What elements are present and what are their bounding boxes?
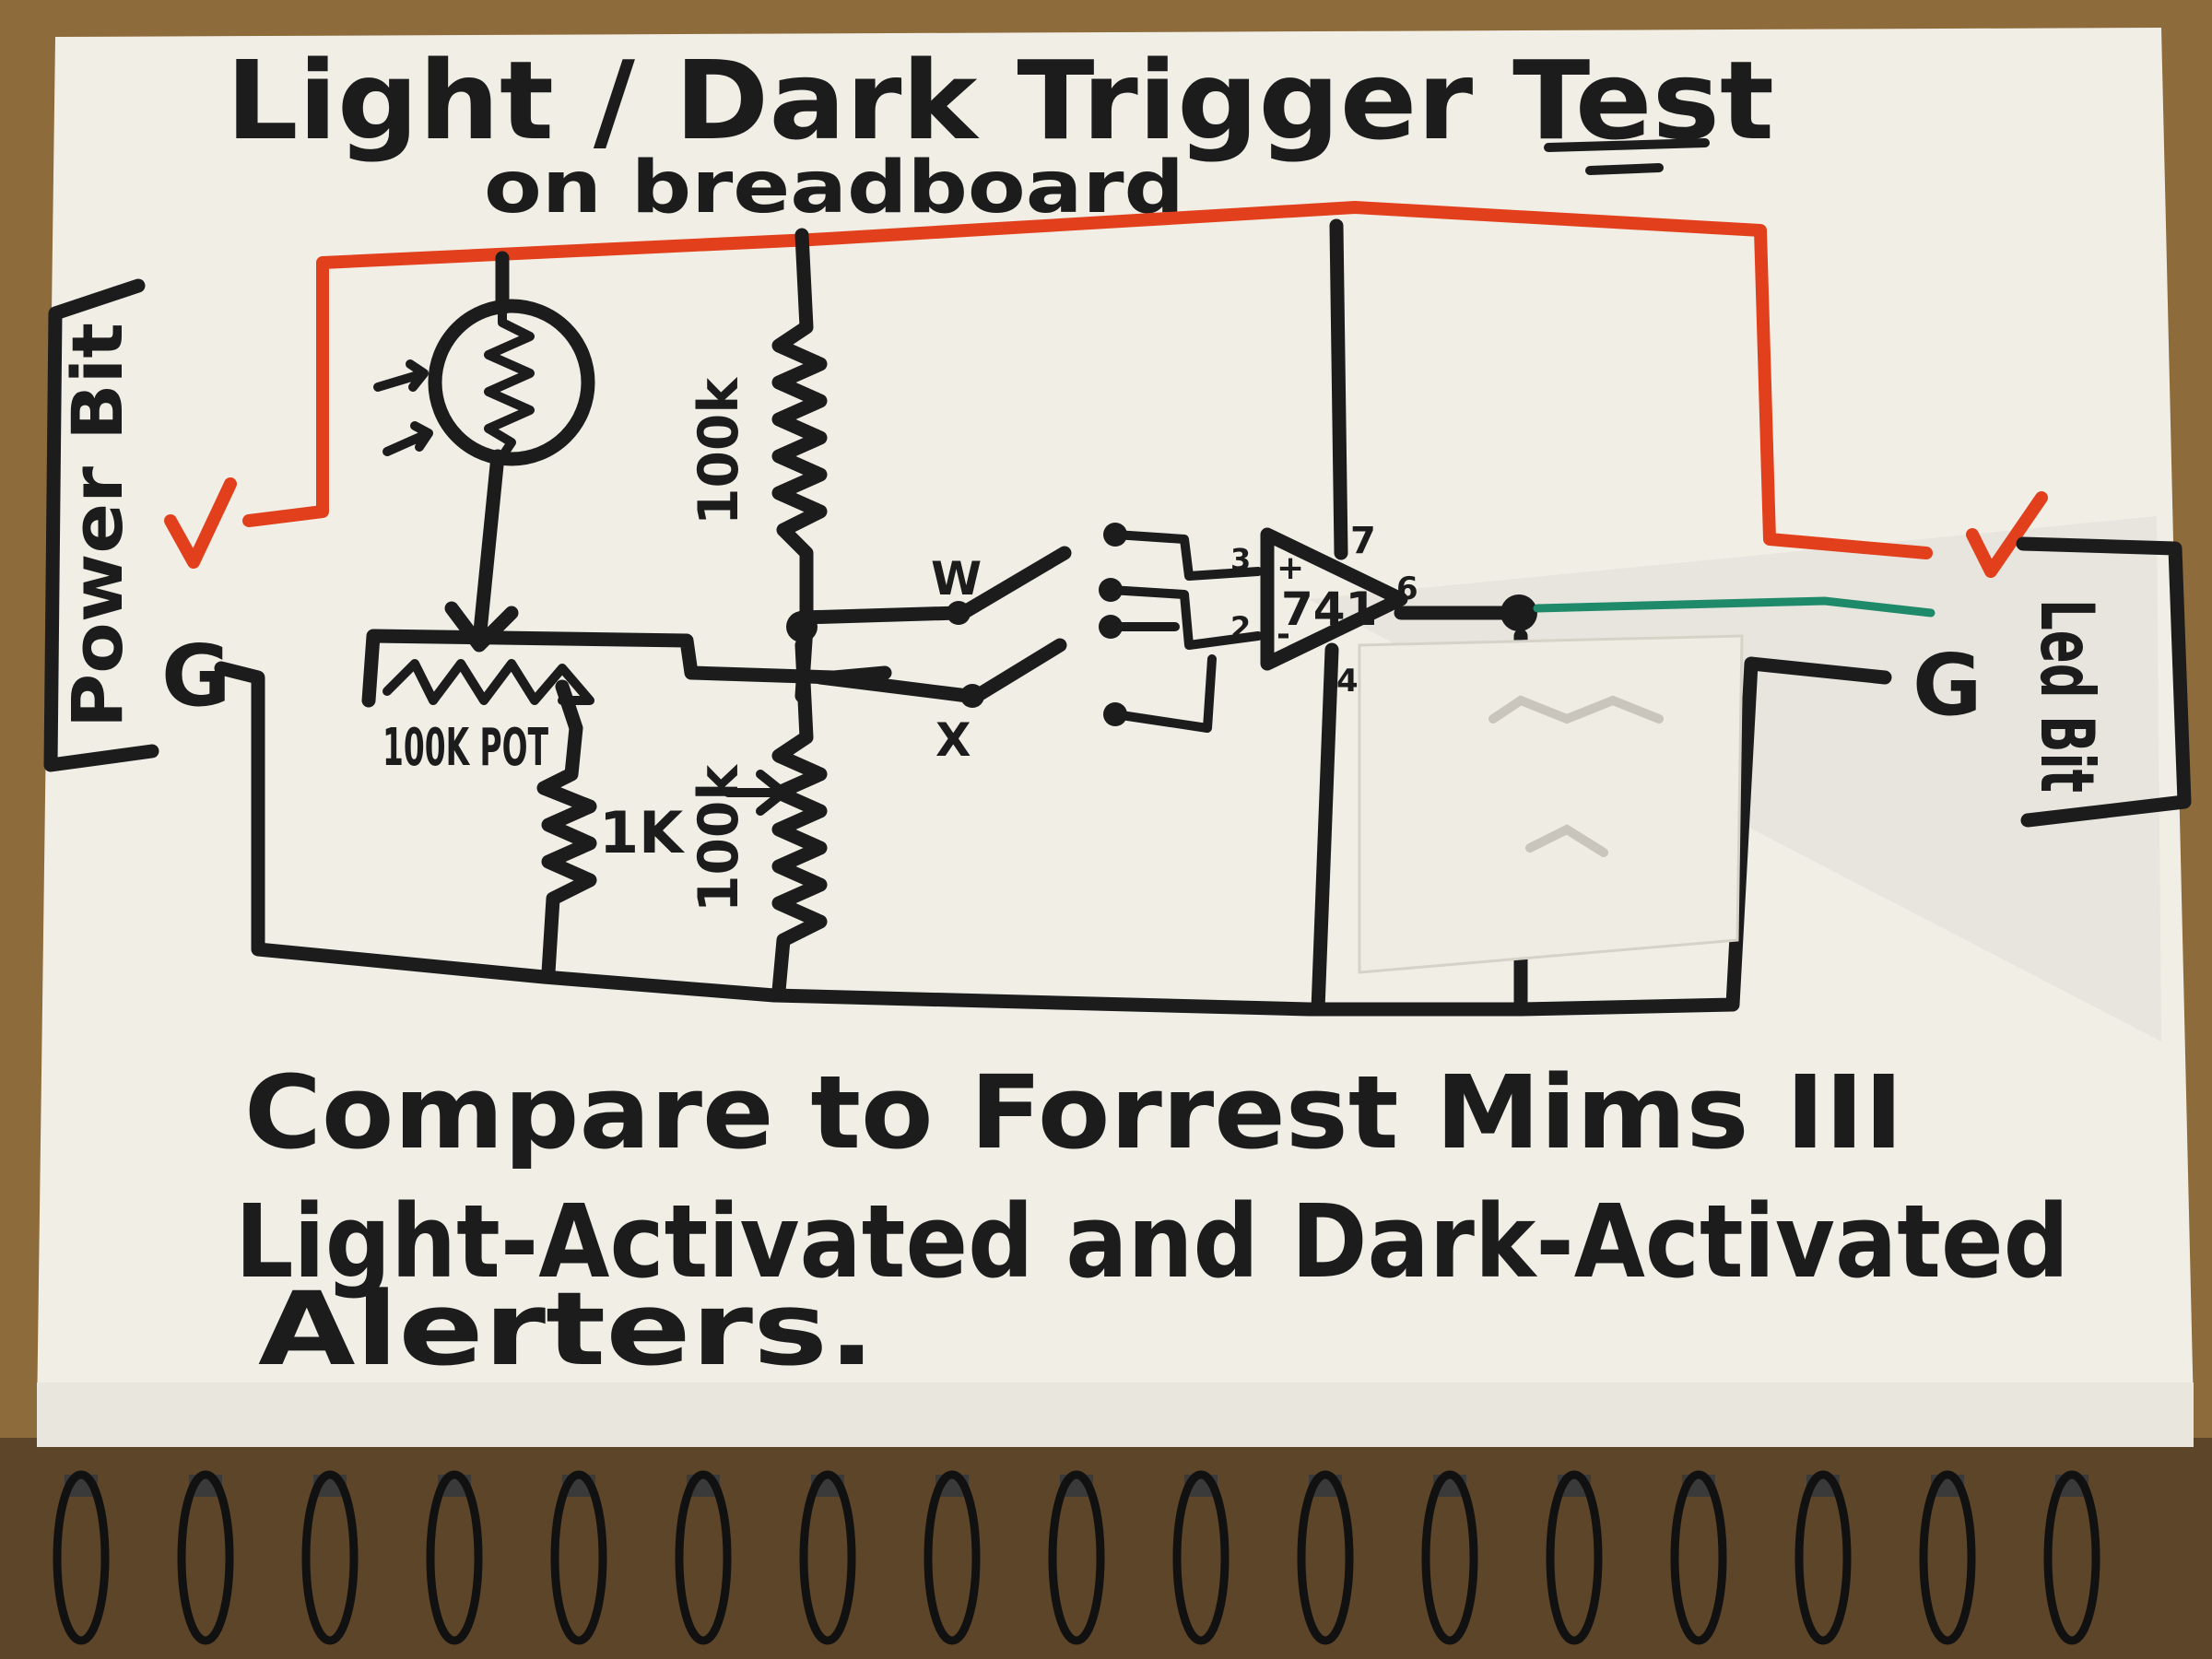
spiral-ring	[301, 1470, 359, 1645]
spiral-ring	[426, 1470, 483, 1645]
spiral-ring	[177, 1470, 234, 1645]
spiral-ring	[1048, 1470, 1105, 1645]
ground-label-left: G	[161, 627, 231, 725]
light-arrow-icon	[373, 359, 429, 392]
wiper-arrow-icon	[724, 770, 788, 816]
power-rail-wire	[242, 201, 1933, 559]
spiral-ring	[675, 1470, 732, 1645]
opamp-pin-7: 7	[1350, 520, 1376, 562]
pot-zigzag	[382, 659, 594, 705]
pot-label: 100K POT	[382, 718, 548, 778]
opamp-pin-4: 4	[1336, 663, 1359, 700]
spiral-ring	[1670, 1470, 1727, 1645]
ground-wire	[214, 656, 1892, 1017]
spiral-binding	[53, 1470, 2100, 1645]
light-arrow-icon	[382, 421, 433, 456]
power-check-left	[164, 477, 237, 569]
spiral-ring	[1794, 1470, 1852, 1645]
switch-x-wire	[813, 670, 975, 703]
power-bit-label: Power Bit	[56, 323, 138, 728]
spiral-ring	[1172, 1470, 1230, 1645]
opamp-pin-2: 2	[1230, 610, 1251, 645]
spiral-ring	[1546, 1470, 1603, 1645]
switch-x-lever	[970, 638, 1067, 703]
spiral-ring	[1919, 1470, 1976, 1645]
switch-w-lever	[956, 546, 1072, 620]
opamp-pin-3: 3	[1230, 542, 1251, 577]
photoresistor	[428, 251, 595, 653]
led-bit-label: Led Bit	[2024, 599, 2110, 793]
spiral-ring	[53, 1470, 110, 1645]
opamp-741	[1260, 218, 1408, 1017]
diagram-subtitle: on breadboard	[484, 147, 1184, 229]
footer-line-3: Alerters.	[258, 1270, 876, 1388]
page-bottom-strip	[37, 1382, 2194, 1447]
power-check-right	[1966, 491, 2048, 578]
opamp-pin-minus: -	[1277, 616, 1290, 653]
input-jumper-wire	[1111, 530, 1263, 581]
spiral-ring	[1297, 1470, 1354, 1645]
patch-ghost-marks	[1488, 695, 1664, 857]
switch-w-label: W	[931, 552, 982, 606]
spiral-ring	[550, 1470, 607, 1645]
power-bit-module	[43, 278, 159, 772]
divider-resistor-bottom	[771, 638, 828, 998]
input-jumper-wire	[1111, 654, 1217, 733]
opamp-pin-plus: +	[1277, 549, 1304, 587]
switch-w-wire	[794, 606, 966, 625]
spiral-ring	[924, 1470, 981, 1645]
footer-line-1: Compare to Forrest Mims III	[244, 1053, 1903, 1171]
output-junction-dot	[1500, 594, 1537, 631]
opamp-label: 741	[1281, 582, 1377, 636]
led-signal-wire	[1533, 596, 1936, 618]
divider-top-label: 100k	[687, 376, 751, 525]
input-jumper-wire	[1106, 585, 1263, 650]
spiral-ring	[2043, 1470, 2100, 1645]
diagram-title: Light / Dark Trigger Test	[226, 37, 1774, 164]
divider-resistor-top	[771, 228, 828, 703]
fixed-resistor-1k	[536, 679, 597, 980]
spiral-ring	[1421, 1470, 1478, 1645]
spiral-ring	[799, 1470, 856, 1645]
paper-patch	[1358, 634, 1744, 974]
led-bit-module	[2016, 536, 2192, 828]
opamp-pin-6: 6	[1396, 571, 1418, 607]
ground-label-right: G	[1912, 636, 1983, 735]
fixed-resistor-label: 1K	[599, 799, 685, 866]
divider-bottom-label: 100k	[687, 763, 751, 912]
title-underline	[1544, 138, 1710, 175]
switch-x-label: X	[935, 713, 971, 767]
footer-line-2: Light-Activated and Dark-Activated	[235, 1182, 2069, 1300]
